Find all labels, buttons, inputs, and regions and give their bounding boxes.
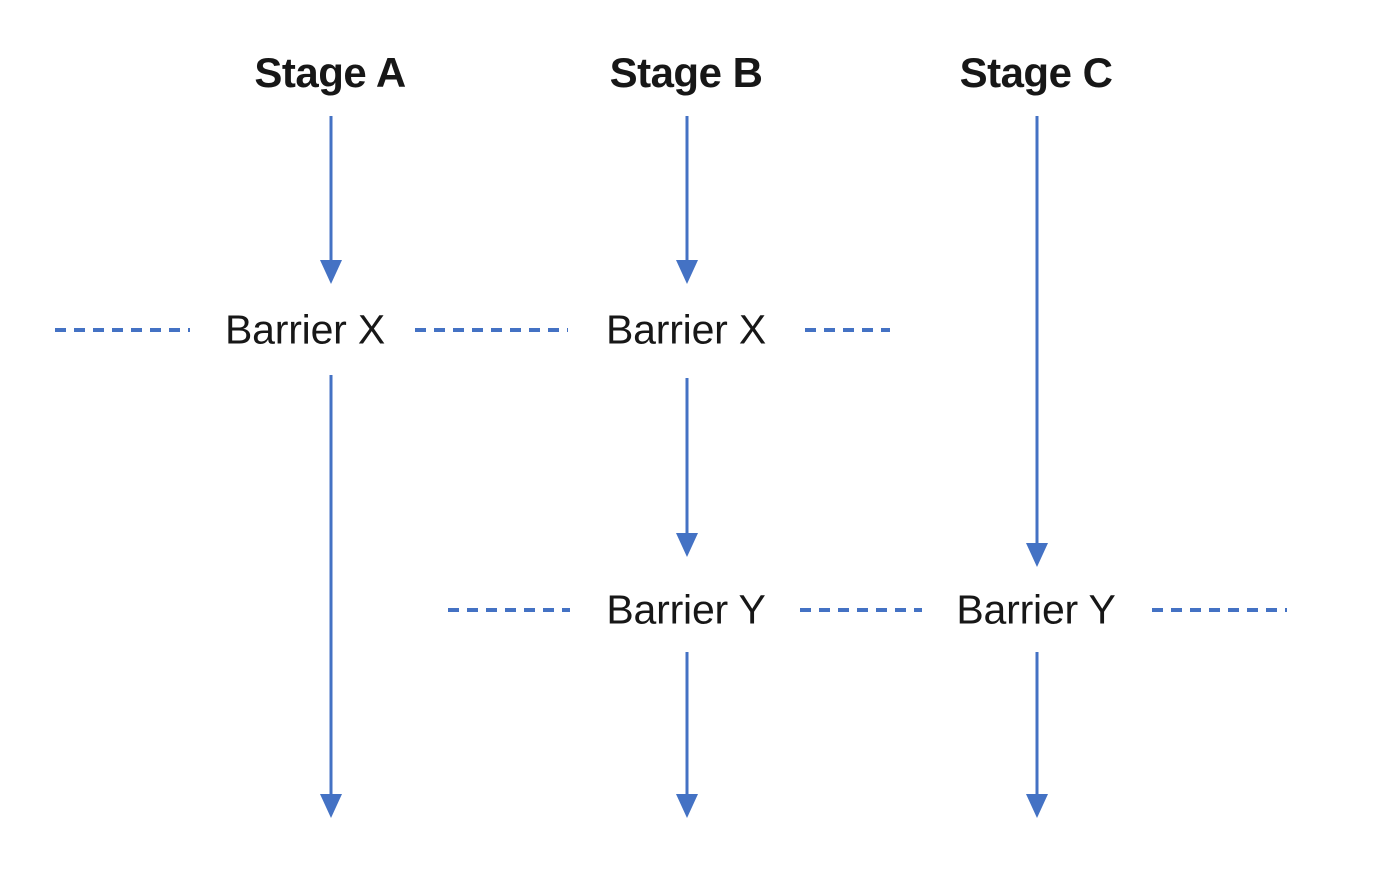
stage-header-stage-c: Stage C (959, 49, 1113, 96)
arrow-head-icon (676, 533, 698, 557)
flow-arrow (676, 116, 698, 284)
flow-arrow (676, 378, 698, 557)
arrow-head-icon (676, 794, 698, 818)
arrow-head-icon (320, 260, 342, 284)
flow-arrow (1026, 116, 1048, 567)
stage-header-stage-b: Stage B (609, 49, 763, 96)
arrow-head-icon (676, 260, 698, 284)
flow-arrow (1026, 652, 1048, 818)
flow-arrow (320, 375, 342, 818)
stage-header-stage-a: Stage A (254, 49, 406, 96)
flow-arrow (320, 116, 342, 284)
arrow-head-icon (1026, 543, 1048, 567)
dashed-connectors-layer (55, 328, 1287, 612)
barrier-node-stage-a-barrier-x: Barrier X (225, 306, 385, 353)
arrow-head-icon (320, 794, 342, 818)
arrow-head-icon (1026, 794, 1048, 818)
barrier-node-stage-b-barrier-y: Barrier Y (606, 586, 766, 633)
barrier-node-stage-b-barrier-x: Barrier X (606, 306, 766, 353)
arrows-layer (320, 116, 1048, 818)
barrier-node-stage-c-barrier-y: Barrier Y (956, 586, 1116, 633)
flow-arrow (676, 652, 698, 818)
